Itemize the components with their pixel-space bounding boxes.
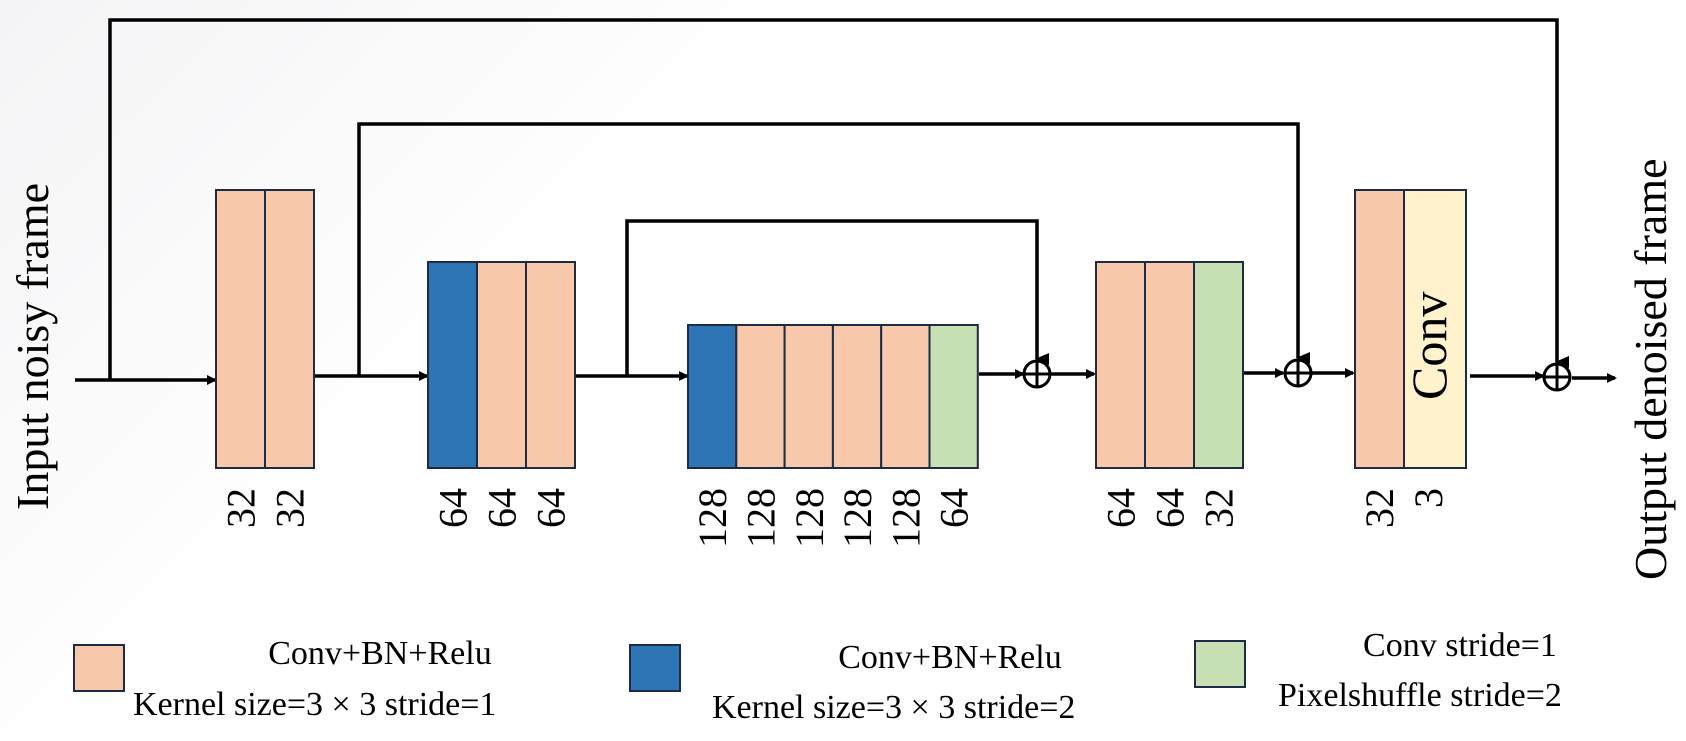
legend-swatch-pixelshuffle [1194,640,1246,688]
legend-stride2-line1: Conv+BN+Relu [838,639,1061,676]
channel-label-stage3-2: 128 [738,488,783,548]
skip-connection-inner [625,219,1049,376]
channel-label-stage3-4: 128 [835,488,880,548]
legend-stride1-line2: Kernel size=3 × 3 stride=1 [133,686,496,723]
adder-2 [1283,358,1313,388]
block-stage4-3 [1193,261,1244,469]
block-stage3-2 [735,324,786,469]
block-stage5-2 [1403,189,1467,469]
legend-pixelshuffle-line1: Conv stride=1 [1363,627,1557,664]
block-stage4-1 [1095,261,1146,469]
adder-3 [1542,362,1572,392]
network-blocks [215,189,1467,469]
channel-label-stage3-6: 64 [932,488,977,528]
channel-label-stage3-1: 128 [690,488,735,548]
block-stage3-1 [687,324,738,469]
channel-label-stage1-2: 32 [268,488,313,528]
block-stage3-6 [928,324,979,469]
legend-stride1-line1: Conv+BN+Relu [268,635,491,672]
channel-label-stage3-5: 128 [883,488,928,548]
legend-pixelshuffle-line2: Pixelshuffle stride=2 [1278,677,1562,714]
legend-swatch-stride2 [629,644,681,692]
channel-label-stage2-1: 64 [431,488,476,528]
block-stage2-3 [525,261,576,469]
output-label: Output denoised frame [1625,158,1676,580]
block-stage2-2 [476,261,527,469]
legend-stride2-line2: Kernel size=3 × 3 stride=2 [712,689,1075,726]
input-label: Input noisy frame [7,183,58,510]
channel-label-stage5-2: 3 [1406,488,1451,508]
block-stage5-1 [1354,189,1405,469]
skip-connection-middle [357,122,1310,376]
skip-connection-outer [108,18,1569,380]
channel-label-stage4-3: 32 [1197,488,1242,528]
channel-label-stage2-2: 64 [480,488,525,528]
legend-swatch-stride1 [73,644,125,692]
channel-label-stage4-2: 64 [1148,488,1193,528]
adder-1 [1022,359,1052,389]
legend: Conv+BN+Relu Kernel size=3 × 3 stride=1 … [73,627,1562,726]
block-stage1-2 [264,189,315,469]
block-stage4-2 [1144,261,1195,469]
block-stage3-4 [831,324,883,469]
channel-label-stage3-3: 128 [787,488,832,548]
block-stage2-1 [427,261,478,469]
channel-label-stage5-1: 32 [1357,488,1402,528]
final-conv-label: Conv [1401,292,1457,400]
block-stage3-5 [880,324,931,469]
channel-label-stage1-1: 32 [219,488,264,528]
block-stage3-3 [783,324,834,469]
block-stage1-1 [215,189,266,469]
channel-label-stage4-1: 64 [1099,488,1144,528]
channel-label-stage2-3: 64 [529,488,574,528]
